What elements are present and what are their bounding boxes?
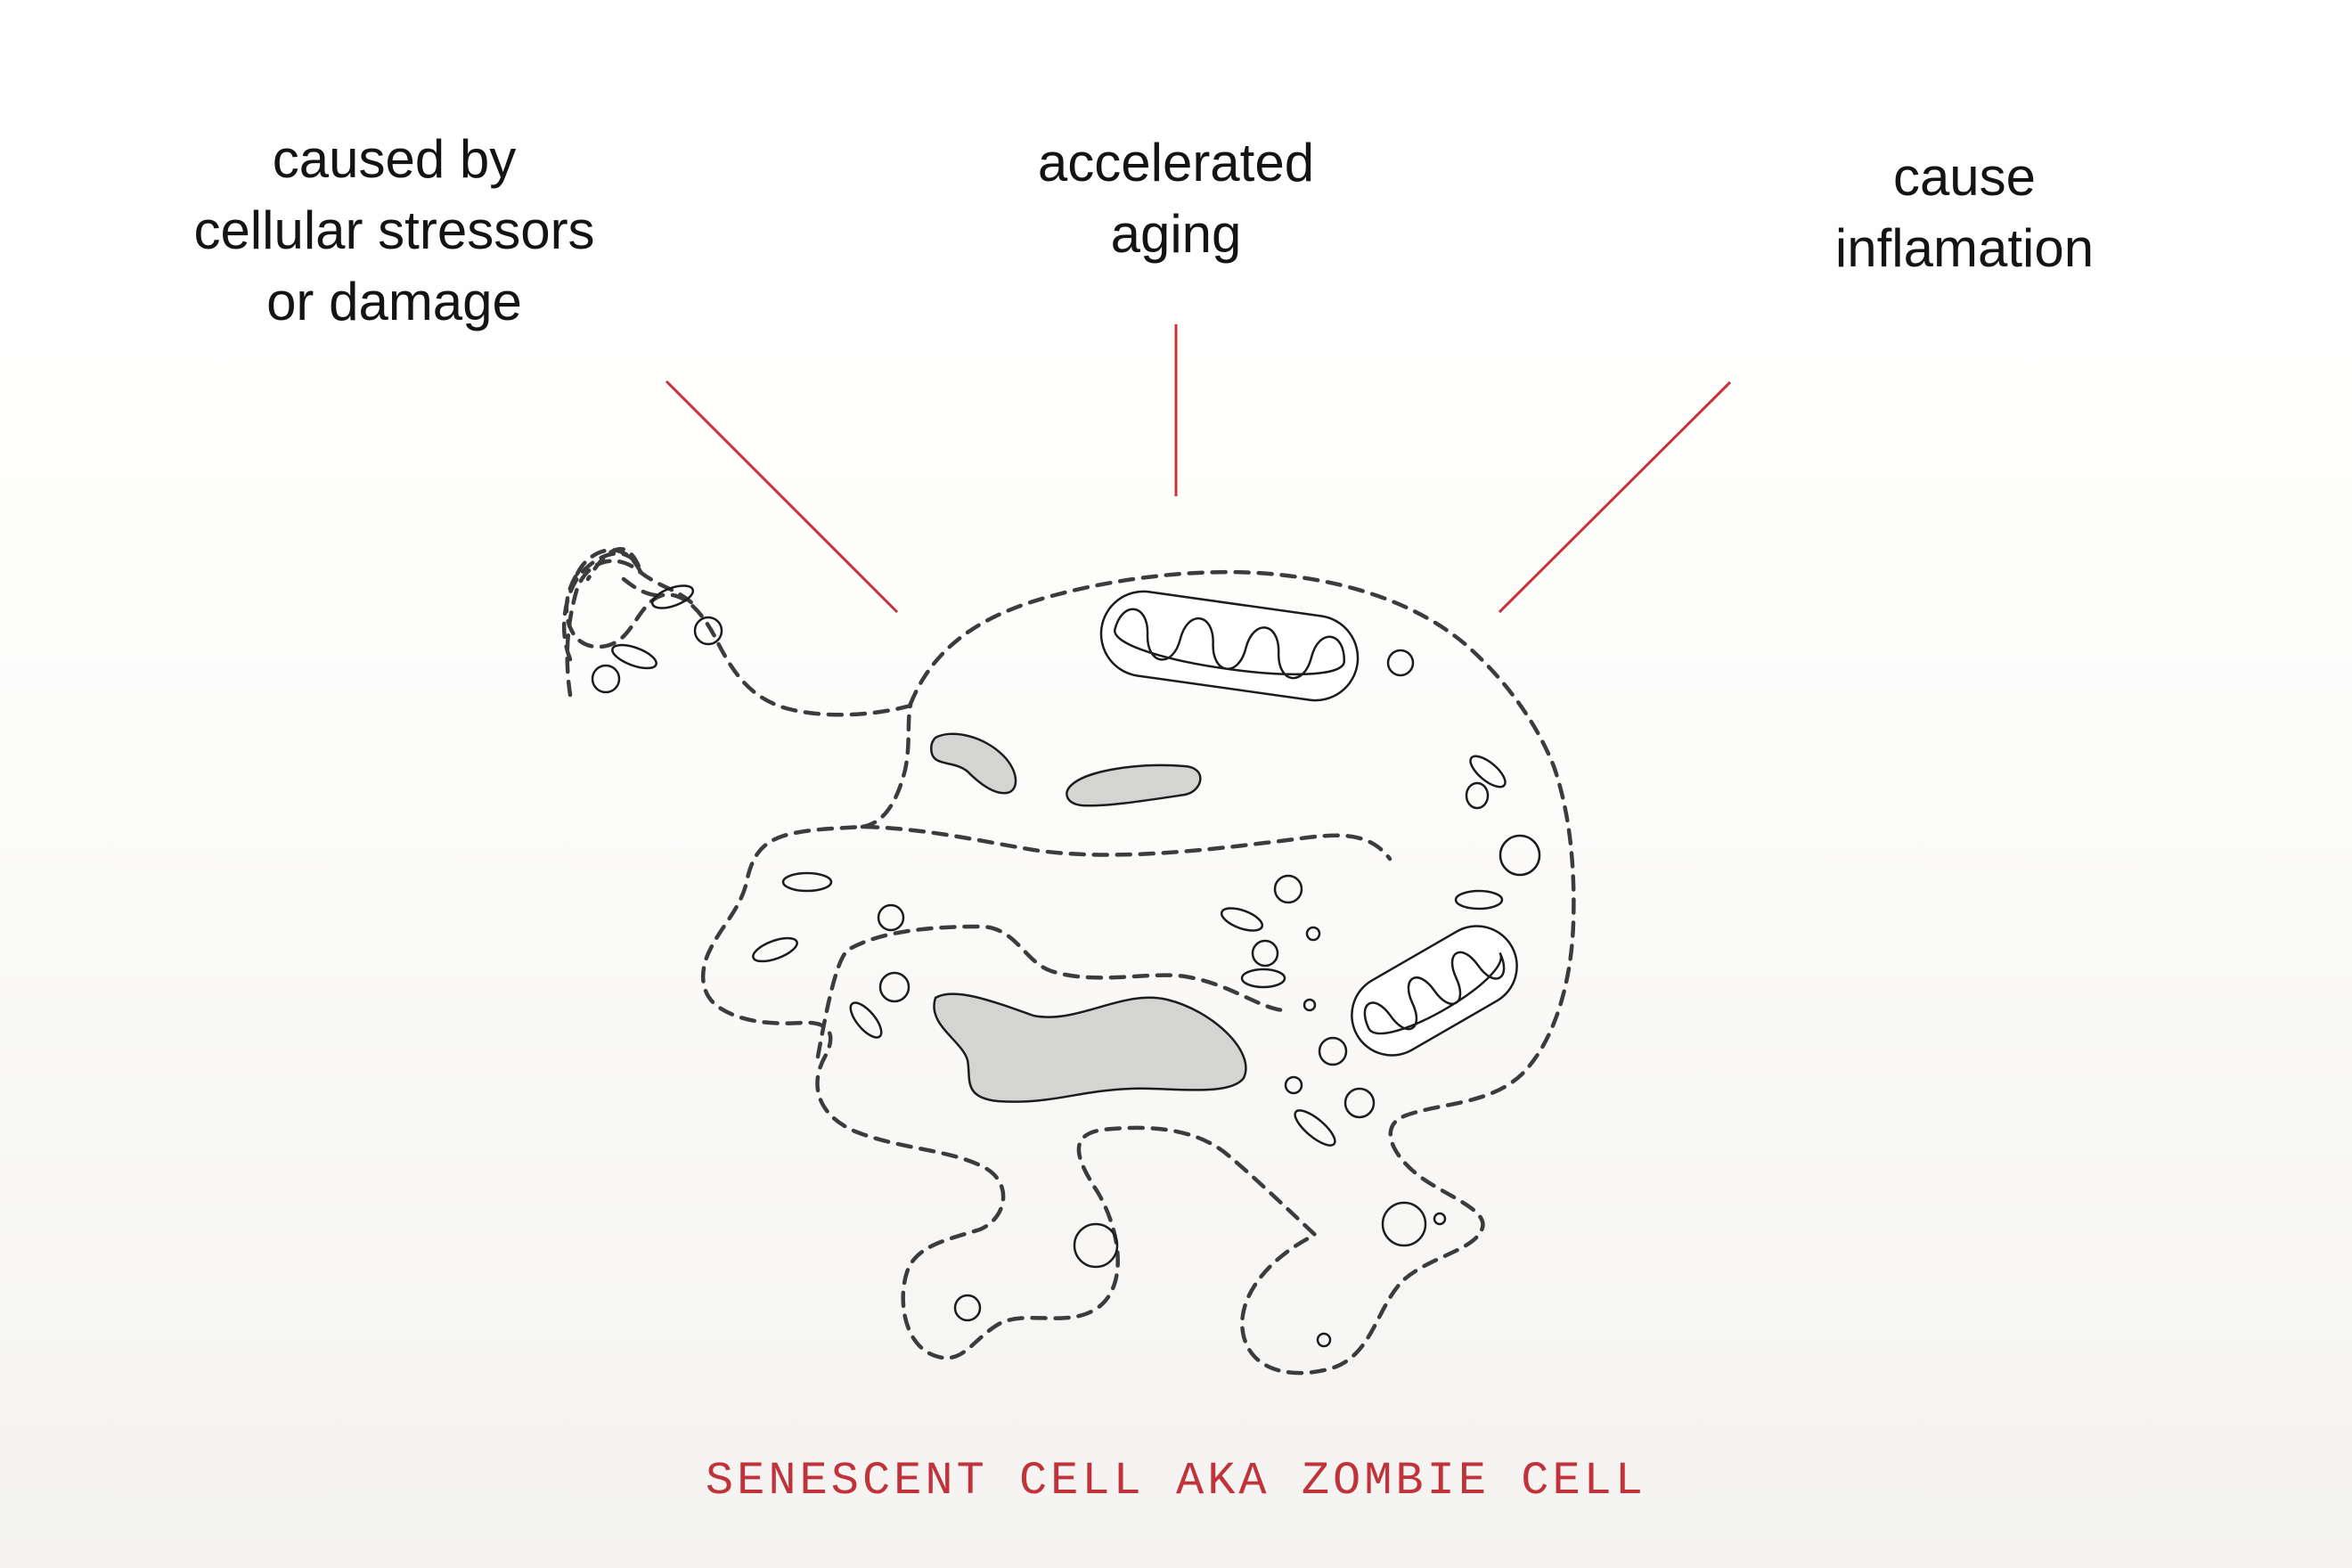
label-inflamation: cause inflamation xyxy=(1742,142,2187,284)
vesicle-1 xyxy=(591,664,621,694)
vesicle-7 xyxy=(1251,939,1279,968)
pointer-line-right xyxy=(1498,380,1732,614)
vesicle-elongated-7 xyxy=(1294,1109,1336,1147)
organelle-grey-2 xyxy=(1066,764,1202,807)
vesicle-18 xyxy=(1316,1332,1332,1348)
vesicle-13 xyxy=(1284,1075,1303,1095)
label-inflamation-line-2: inflamation xyxy=(1834,218,2095,278)
vesicle-elongated-5 xyxy=(1220,907,1264,932)
vesicle-2 xyxy=(693,616,723,646)
vesicle-12 xyxy=(1343,1087,1376,1119)
pointer-line-left xyxy=(665,380,899,614)
vesicle-16 xyxy=(1381,1201,1427,1247)
label-stressors-line-2: cellular stressors xyxy=(193,200,595,260)
fold-upper xyxy=(862,824,1392,862)
vesicle-5 xyxy=(877,903,905,932)
label-stressors-line-1: caused by xyxy=(272,129,517,189)
organelle-grey-1 xyxy=(929,732,1017,795)
vesicle-10 xyxy=(1303,998,1317,1012)
mitochondrion-top-cristae xyxy=(1114,608,1345,680)
vesicle-elongated-4 xyxy=(752,936,798,963)
membrane-left-arm-cap xyxy=(561,551,637,662)
vesicle-elongated-10 xyxy=(1465,781,1490,810)
vesicle-9 xyxy=(1305,926,1321,942)
vesicle-elongated-11 xyxy=(849,1001,883,1039)
vesicle-11 xyxy=(1318,1036,1348,1066)
membrane-arm-top xyxy=(565,559,698,698)
mitochondrion-top xyxy=(1099,590,1360,702)
vesicle-15 xyxy=(953,1294,982,1322)
vesicle-elongated-1 xyxy=(650,584,695,609)
membrane-body-close xyxy=(860,701,913,829)
label-stressors-line-3: or damage xyxy=(266,272,522,331)
label-stressors: caused by cellular stressors or damage xyxy=(134,124,655,338)
membrane-body xyxy=(700,569,1576,1376)
membrane-left-arm-lower xyxy=(564,571,913,717)
vesicle-14 xyxy=(1073,1222,1119,1269)
vesicle-elongated-2 xyxy=(611,643,657,670)
vesicle-elongated-8 xyxy=(1454,889,1504,911)
vesicle-4 xyxy=(1499,834,1541,877)
vesicle-elongated-3 xyxy=(781,871,833,893)
label-aging: accelerated aging xyxy=(953,127,1399,270)
diagram-caption: SENESCENT CELL AKA ZOMBIE CELL xyxy=(705,1455,1647,1507)
label-aging-line-2: aging xyxy=(1110,204,1242,264)
membrane-left-arm-inner xyxy=(621,576,666,598)
label-aging-line-1: accelerated xyxy=(1037,133,1315,192)
fold-lower xyxy=(815,924,1286,1059)
vesicle-elongated-9 xyxy=(1469,755,1507,788)
mitochondrion-top-membrane xyxy=(1099,590,1360,702)
vesicle-6 xyxy=(1273,874,1303,904)
label-inflamation-line-1: cause xyxy=(1892,147,2037,207)
vesicle-8 xyxy=(878,971,911,1003)
vesicle-17 xyxy=(1433,1212,1447,1226)
mitochondrion-right-cristae xyxy=(1363,951,1506,1035)
vesicle-3 xyxy=(1386,649,1415,677)
vesicle-elongated-6 xyxy=(1240,968,1286,989)
nucleus xyxy=(933,992,1247,1103)
mitochondrion-right xyxy=(1351,925,1518,1057)
